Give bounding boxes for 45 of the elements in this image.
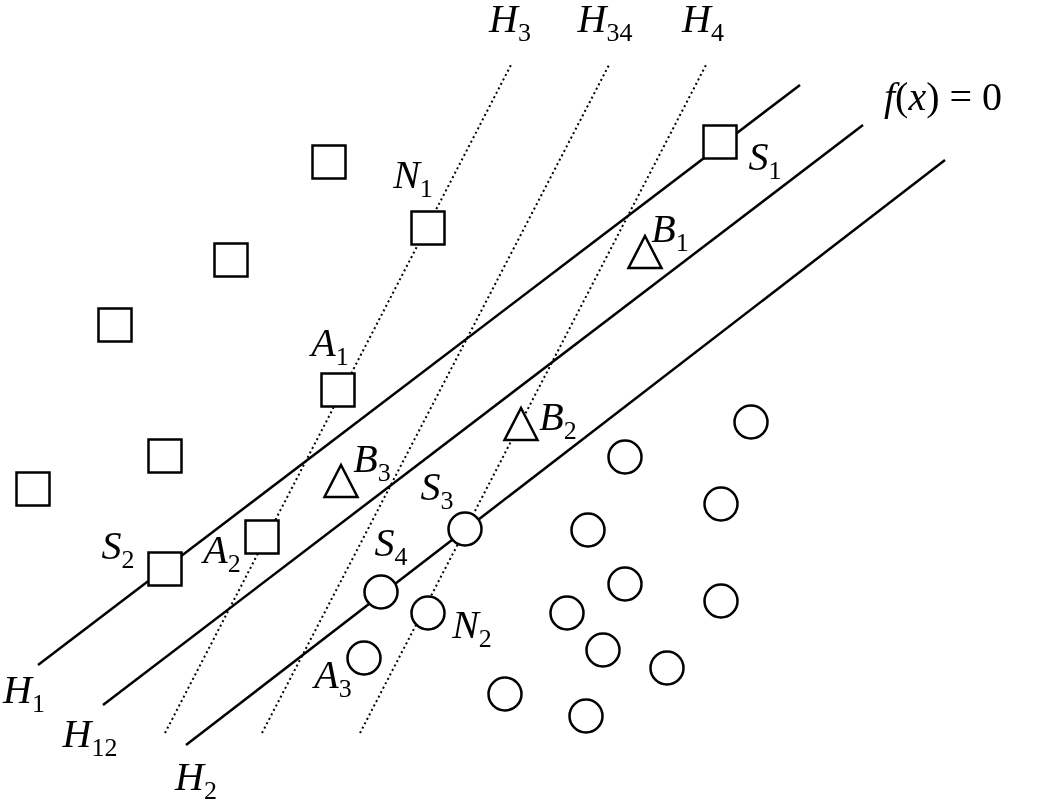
square-marker (147, 551, 183, 587)
circle-marker (607, 439, 643, 475)
line-label: H$_{4}$ (682, 0, 724, 46)
circle-marker (447, 511, 483, 547)
point-label: S$_{4}$ (374, 522, 408, 570)
square-marker (410, 210, 446, 246)
triangle-marker (503, 406, 539, 442)
point-label: B$_{3}$ (353, 438, 391, 486)
circle-marker (487, 676, 523, 712)
equation-label: f(x) = 0 (883, 77, 1003, 117)
circle-marker (570, 512, 606, 548)
circle-marker (363, 574, 399, 610)
circle-marker (585, 632, 621, 668)
circle-marker (549, 595, 585, 631)
square-marker (320, 372, 356, 408)
line-label: H$_{3}$ (489, 0, 531, 46)
circle-marker (649, 650, 685, 686)
square-marker (213, 242, 249, 278)
point-label: S$_{1}$ (748, 136, 782, 184)
circle-marker (410, 595, 446, 631)
point-label: B$_{1}$ (651, 208, 689, 256)
circle-marker (568, 698, 604, 734)
square-marker (244, 519, 280, 555)
square-marker (311, 144, 347, 180)
circle-marker (703, 486, 739, 522)
square-marker (702, 124, 738, 160)
square-marker (147, 438, 183, 474)
point-label: A$_{1}$ (311, 322, 349, 370)
point-label: S$_{2}$ (101, 525, 135, 573)
point-label: A$_{2}$ (203, 529, 241, 577)
point-label: S$_{3}$ (420, 466, 454, 514)
line-label: H$_{2}$ (175, 756, 217, 804)
square-marker (97, 307, 133, 343)
line-label: H$_{34}$ (577, 0, 633, 46)
point-label: N$_{2}$ (452, 604, 492, 652)
point-label: N$_{1}$ (393, 154, 433, 202)
point-label: A$_{3}$ (314, 654, 352, 702)
point-label: B$_{2}$ (539, 396, 577, 444)
circle-marker (703, 583, 739, 619)
circle-marker (733, 404, 769, 440)
line-label: H$_{1}$ (3, 669, 45, 717)
line-label: H$_{12}$ (62, 713, 118, 761)
circle-marker (346, 640, 382, 676)
square-marker (15, 471, 51, 507)
circle-marker (607, 566, 643, 602)
